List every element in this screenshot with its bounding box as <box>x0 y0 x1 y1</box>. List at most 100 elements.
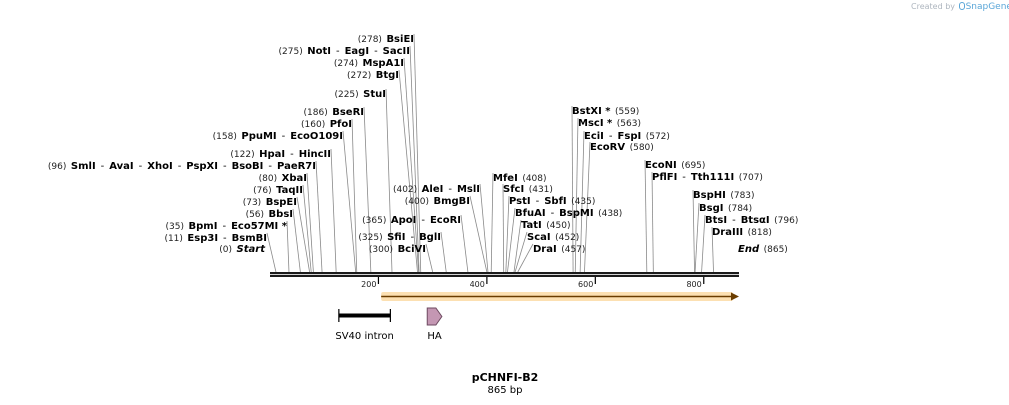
site-label-hpai[interactable]: (122) HpaI - HincII <box>230 149 331 160</box>
site-label-ecii[interactable]: EciI - FspI (572) <box>584 131 670 142</box>
site-label-taqii[interactable]: (76) TaqII <box>253 185 303 196</box>
site-label-bpmi[interactable]: (35) BpmI - Eco57MI * <box>166 221 288 232</box>
site-label-ppumi[interactable]: (158) PpuMI - EcoO109I <box>213 131 343 142</box>
site-label-btgi[interactable]: (272) BtgI <box>347 70 399 81</box>
site-label-bsiei[interactable]: (278) BsiEI <box>358 34 414 45</box>
site-position: (402) <box>393 185 422 195</box>
enzyme-name: MspA1I <box>363 58 404 69</box>
site-position: (572) <box>641 132 670 142</box>
enzyme-name: Tth111I <box>691 172 734 183</box>
ruler-tick-label: 400 <box>470 280 485 289</box>
site-line-mspa1i <box>403 57 419 273</box>
enzyme-name: BspMI <box>559 208 593 219</box>
site-label-bcivi[interactable]: (300) BciVI <box>369 244 426 255</box>
site-label-sfii[interactable]: (325) SfiI - BglI <box>358 232 441 243</box>
site-label-stui[interactable]: (225) StuI <box>334 89 386 100</box>
site-label-alei[interactable]: (402) AleI - MslI <box>393 184 480 195</box>
enzyme-name: TaqII <box>276 185 303 196</box>
site-label-end[interactable]: End (865) <box>738 244 788 255</box>
enzyme-name: ApoI <box>391 215 417 226</box>
backbone <box>270 272 739 277</box>
site-position: (158) <box>213 132 242 142</box>
site-line-stui <box>385 88 393 273</box>
enzyme-name: SbfI <box>544 196 566 207</box>
site-position: (278) <box>358 35 387 45</box>
enzyme-name: DraI <box>533 244 557 255</box>
site-separator: - <box>405 232 419 243</box>
site-position: (580) <box>625 143 654 153</box>
site-line-xbai <box>306 172 314 273</box>
enzyme-name: Start <box>237 244 267 255</box>
site-label-tati[interactable]: TatI (450) <box>521 220 570 231</box>
site-label-psti[interactable]: PstI - SbfI (435) <box>509 196 595 207</box>
enzyme-name: EcoRI <box>430 215 461 226</box>
site-separator: - <box>546 208 560 219</box>
site-line-apoi <box>460 214 469 273</box>
site-label-ecorv[interactable]: EcoRV (580) <box>590 142 654 153</box>
enzyme-name: MfeI <box>493 173 518 184</box>
site-label-bspei[interactable]: (73) BspEI <box>243 197 297 208</box>
site-position: (275) <box>279 47 308 57</box>
site-position: (225) <box>334 90 363 100</box>
site-label-start[interactable]: (0) Start <box>219 244 266 255</box>
site-label-sfci[interactable]: SfcI (431) <box>503 184 553 195</box>
site-position: (80) <box>259 174 282 184</box>
site-label-mfei[interactable]: MfeI (408) <box>493 173 547 184</box>
site-label-econi[interactable]: EcoNI (695) <box>645 160 705 171</box>
site-label-drai[interactable]: DraI (457) <box>533 244 585 255</box>
site-line-draiii <box>711 226 714 273</box>
feature-ha[interactable] <box>426 307 443 326</box>
site-line-bsgi <box>694 202 700 273</box>
site-line-drai <box>517 243 534 273</box>
site-label-pflfi[interactable]: PflFI - Tth111I (707) <box>652 172 763 183</box>
site-label-btsi[interactable]: BtsI - BtsαI (796) <box>705 215 798 226</box>
orf-layer <box>381 292 739 301</box>
enzyme-name: SfcI <box>503 184 524 195</box>
site-labels: (0) Start(11) Esp3I - BsmBI(35) BpmI - E… <box>48 34 798 255</box>
site-label-draiii[interactable]: DraIII (818) <box>712 227 772 238</box>
enzyme-name: NotI <box>307 46 331 57</box>
site-position: (783) <box>726 191 755 201</box>
enzyme-name: XbaI <box>282 173 307 184</box>
site-label-bsphi[interactable]: BspHI (783) <box>693 190 755 201</box>
snapgene-logo-icon <box>958 2 965 10</box>
site-line-smli <box>315 160 323 273</box>
site-position: (76) <box>253 186 276 196</box>
site-label-bseri[interactable]: (186) BseRI <box>304 107 364 118</box>
snapgene-credit: Created by SnapGene <box>911 2 1009 12</box>
site-line-ppumi <box>342 130 357 273</box>
site-label-bsgi[interactable]: BsgI (784) <box>699 203 752 214</box>
site-position: (559) <box>611 107 640 117</box>
ruler-tick-label: 800 <box>686 280 701 289</box>
feature-sv40-intron[interactable] <box>338 313 391 318</box>
site-label-xbai[interactable]: (80) XbaI <box>259 173 307 184</box>
site-separator: - <box>285 149 299 160</box>
site-label-scai[interactable]: ScaI (452) <box>527 232 579 243</box>
site-position: (274) <box>334 59 363 69</box>
enzyme-name: BfuAI <box>515 208 546 219</box>
site-line-bspei <box>296 196 310 273</box>
site-position: (408) <box>518 174 547 184</box>
site-label-esp3i[interactable]: (11) Esp3I - BsmBI <box>164 233 267 244</box>
site-separator: - <box>443 184 457 195</box>
site-label-pfoi[interactable]: (160) PfoI <box>301 119 352 130</box>
site-label-smli[interactable]: (96) SmlI - AvaI - XhoI - PspXI - BsoBI … <box>48 161 316 172</box>
site-position: (450) <box>542 221 571 231</box>
site-label-apoi[interactable]: (365) ApoI - EcoRI <box>362 215 461 226</box>
site-label-bmgbi[interactable]: (400) BmgBI <box>405 196 470 207</box>
site-separator: - <box>531 196 545 207</box>
enzyme-name: BmgBI <box>433 196 470 207</box>
site-label-bfuai[interactable]: BfuAI - BspMI (438) <box>515 208 622 219</box>
site-label-bstxi[interactable]: BstXI * (559) <box>572 106 639 117</box>
site-label-bbsi[interactable]: (56) BbsI <box>246 209 293 220</box>
site-label-noti[interactable]: (275) NotI - EagI - SacII <box>279 46 410 57</box>
backbone-gap <box>270 274 739 275</box>
site-position: (122) <box>230 150 259 160</box>
enzyme-name: Esp3I <box>187 233 218 244</box>
enzyme-name: AleI <box>422 184 444 195</box>
site-label-msci[interactable]: MscI * (563) <box>578 118 641 129</box>
site-position: (400) <box>405 197 434 207</box>
site-label-mspa1i[interactable]: (274) MspA1I <box>334 58 404 69</box>
enzyme-name: BspHI <box>693 190 726 201</box>
